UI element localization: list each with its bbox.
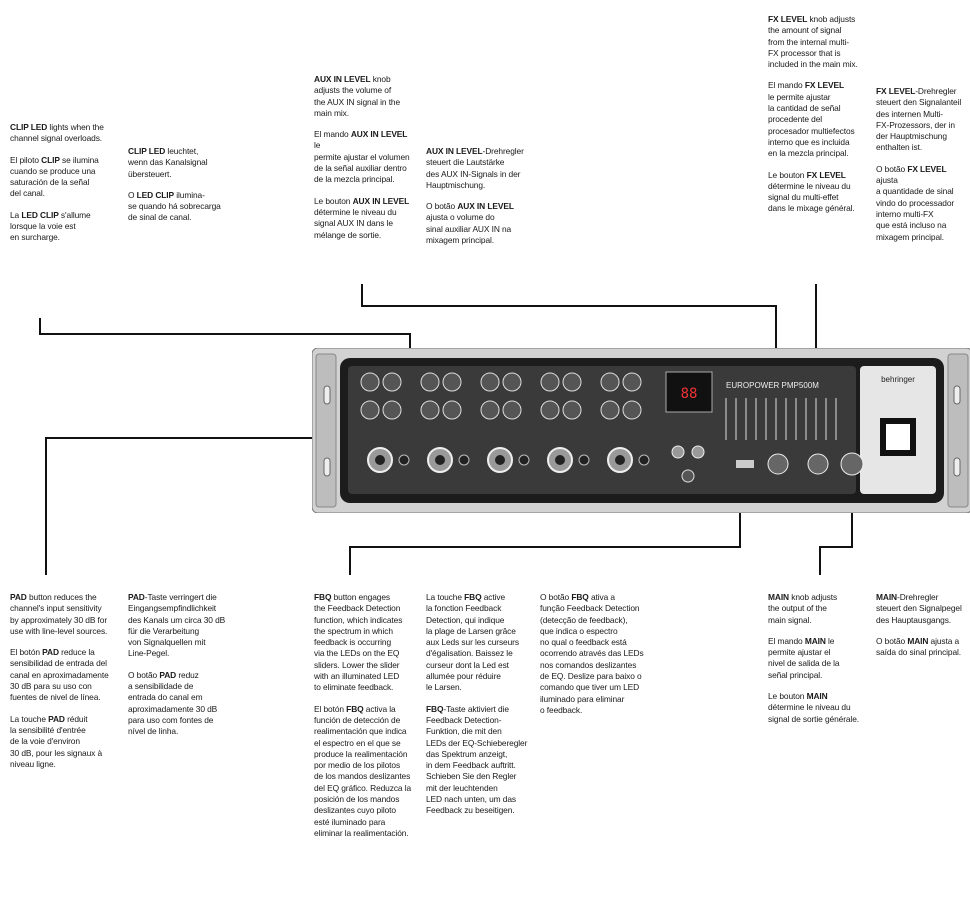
aux-in-level-knob <box>767 453 789 475</box>
aux-callout-left: AUX IN LEVEL knob adjusts the volume of … <box>314 74 414 241</box>
fx-fr: Le bouton FX LEVEL détermine le niveau d… <box>768 169 855 214</box>
fx-callout-right: FX LEVEL-Drehregler steuert den Signalan… <box>876 86 970 243</box>
pad-pt: O botão PAD reduz a sensibilidade de ent… <box>128 669 218 737</box>
aux-callout-right: AUX IN LEVEL-Drehregler steuert die Laut… <box>426 146 530 246</box>
aux-en: AUX IN LEVEL knob adjusts the volume of … <box>314 74 401 118</box>
main-callout-left: MAIN knob adjusts the output of the main… <box>768 592 868 725</box>
fx-display: 88 <box>681 386 698 402</box>
mixer-illustration: 88 EUROPOWER PMP500M behringer <box>312 348 970 513</box>
fx-pt: O botão FX LEVEL ajusta a quantidade de … <box>876 163 955 242</box>
aux-in-jack <box>671 445 685 459</box>
main-pt: O botão MAIN ajusta a saída do sinal pri… <box>876 635 962 658</box>
power-switch-rocker <box>886 424 910 450</box>
main-fr: Le bouton MAIN détermine le niveau du si… <box>768 691 859 724</box>
rack-ear-right <box>947 353 969 508</box>
rack-hole <box>953 385 961 405</box>
pad-fr: La touche PAD réduit la sensibilité d'en… <box>10 713 103 769</box>
aux-fr: Le bouton AUX IN LEVEL détermine le nive… <box>314 195 410 240</box>
fbq-de: FBQ-Taste aktiviert die Feedback Detecti… <box>426 703 528 816</box>
channel-strip <box>480 372 530 473</box>
brand-logo: behringer <box>881 375 915 384</box>
fbq-fr: La touche FBQ active la fonction Feedbac… <box>426 592 519 693</box>
graphic-eq <box>725 398 837 440</box>
fbq-es: El botón FBQ activa la función de detecc… <box>314 703 412 838</box>
aux-in-jack <box>691 445 705 459</box>
clip-callout-right: CLIP LED leuchtet, wenn das Kanalsignal … <box>128 146 228 224</box>
channel-strip <box>360 372 410 473</box>
aux-es: El mando AUX IN LEVEL le permite ajustar… <box>314 129 410 185</box>
fx-de: FX LEVEL-Drehregler steuert den Signalan… <box>876 86 962 153</box>
pad-callout-left: PAD button reduces the channel's input s… <box>10 592 122 770</box>
fbq-en: FBQ button engages the Feedback Detectio… <box>314 592 403 693</box>
pad-callout-right: PAD-Taste verringert die Eingangsempfind… <box>128 592 232 738</box>
aux-de: AUX IN LEVEL-Drehregler steuert die Laut… <box>426 146 524 190</box>
main-en: MAIN knob adjusts the output of the main… <box>768 592 838 625</box>
main-callout-right: MAIN-Drehregler steuert den Signalpegel … <box>876 592 970 658</box>
fx-en: FX LEVEL knob adjusts the amount of sign… <box>768 14 858 70</box>
pad-en: PAD button reduces the channel's input s… <box>10 592 108 636</box>
main-knob <box>840 452 864 476</box>
channel-strip <box>540 372 590 473</box>
clip-es: El piloto CLIP se ilumina cuando se prod… <box>10 154 99 199</box>
main-de: MAIN-Drehregler steuert den Signalpegel … <box>876 592 962 625</box>
rack-hole <box>953 457 961 477</box>
aux-pt: O botão AUX IN LEVEL ajusta o volume do … <box>426 201 514 246</box>
channel-strip <box>420 372 470 473</box>
main-es: El mando MAIN le permite ajustar el nive… <box>768 635 840 680</box>
channel-panel <box>348 366 856 494</box>
clip-fr: La LED CLIP s'allume lorsque la voie est… <box>10 209 91 243</box>
fbq-callout-middle: La touche FBQ active la fonction Feedbac… <box>426 592 532 817</box>
fx-callout-left: FX LEVEL knob adjusts the amount of sign… <box>768 14 868 215</box>
channel-strips <box>360 372 650 473</box>
clip-pt: O LED CLIP ilumina- se quando há sobreca… <box>128 189 221 223</box>
fx-level-knob <box>807 453 829 475</box>
fbq-callout-right: O botão FBQ ativa a função Feedback Dete… <box>540 592 650 716</box>
fx-es: El mando FX LEVEL le permite ajustar la … <box>768 80 855 159</box>
channel-strip <box>600 372 650 473</box>
pad-de: PAD-Taste verringert die Eingangsempfind… <box>128 592 226 659</box>
clip-de: CLIP LED leuchtet, wenn das Kanalsignal … <box>128 146 208 179</box>
pad-es: El botón PAD reduce la sensibilidad de e… <box>10 647 109 703</box>
rack-hole <box>323 385 331 405</box>
fx-display-panel <box>665 371 713 413</box>
phones-knob <box>681 469 695 483</box>
rack-hole <box>323 457 331 477</box>
fbq-pt: O botão FBQ ativa a função Feedback Dete… <box>540 592 644 715</box>
fbq-button <box>736 460 754 468</box>
model-label: EUROPOWER PMP500M <box>726 381 819 390</box>
rack-ear-left <box>315 353 337 508</box>
clip-callout-left: CLIP LED lights when the channel signal … <box>10 122 120 244</box>
fbq-callout-left: FBQ button engages the Feedback Detectio… <box>314 592 418 839</box>
clip-en: CLIP LED lights when the channel signal … <box>10 122 104 144</box>
